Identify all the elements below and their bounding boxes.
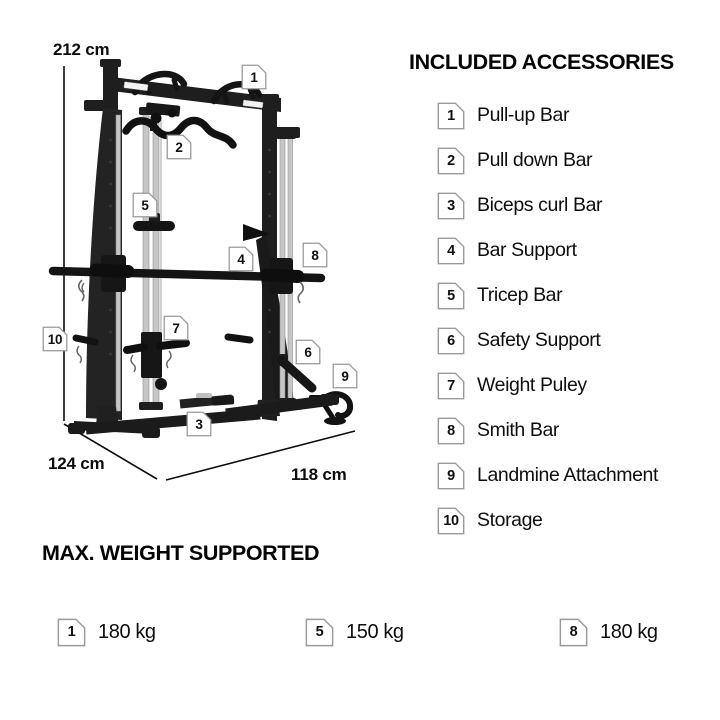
post-holes	[109, 138, 271, 356]
smith-bar	[48, 255, 326, 304]
weight-entry: 5 150 kg	[305, 617, 404, 647]
accessory-item: 5 Tricep Bar	[437, 281, 658, 310]
accessory-item: 3 Biceps curl Bar	[437, 191, 658, 220]
accessories-title: INCLUDED ACCESSORIES	[409, 50, 674, 74]
machine-illustration	[48, 59, 356, 481]
accessory-badge: 3	[437, 192, 465, 220]
accessory-item: 4 Bar Support	[437, 236, 658, 265]
brand-plate	[123, 81, 264, 109]
spring-clip	[297, 281, 305, 304]
accessory-badge: 9	[437, 462, 465, 490]
accessory-item: 7 Weight Puley	[437, 371, 658, 400]
callout-2: 2	[166, 134, 192, 160]
weight-badge: 8	[559, 618, 588, 647]
accessory-badge: 7	[437, 372, 465, 400]
accessory-label: Bar Support	[477, 239, 577, 261]
accessory-badge: 6	[437, 327, 465, 355]
accessory-badge: 10	[437, 507, 465, 535]
callout-9: 9	[332, 363, 358, 389]
accessory-label: Pull-up Bar	[477, 104, 570, 126]
callout-1: 1	[241, 64, 267, 90]
max-weight-title: MAX. WEIGHT SUPPORTED	[42, 541, 320, 565]
callout-4: 4	[228, 246, 254, 272]
weight-value: 150 kg	[346, 620, 404, 643]
accessory-label: Storage	[477, 509, 543, 531]
weight-value: 180 kg	[600, 620, 658, 643]
accessories-list: 1 Pull-up Bar 2 Pull down Bar 3 Biceps c…	[437, 101, 658, 535]
bar-support	[243, 224, 270, 241]
weight-entry: 8 180 kg	[559, 617, 658, 647]
callout-8: 8	[302, 242, 328, 268]
spring-clip	[77, 279, 85, 302]
accessory-badge: 2	[437, 147, 465, 175]
dimension-label-depth: 124 cm	[48, 454, 105, 473]
accessory-item: 1 Pull-up Bar	[437, 101, 658, 130]
callout-6: 6	[295, 339, 321, 365]
accessory-badge: 4	[437, 237, 465, 265]
accessory-label: Pull down Bar	[477, 149, 593, 171]
dimension-label-width: 118 cm	[291, 465, 347, 484]
weight-pulley	[123, 332, 190, 390]
accessory-badge: 8	[437, 417, 465, 445]
callout-5: 5	[132, 192, 158, 218]
accessory-label: Landmine Attachment	[477, 464, 659, 486]
base-frame	[68, 393, 339, 438]
accessory-item: 10 Storage	[437, 506, 658, 535]
accessory-badge: 1	[437, 102, 465, 130]
callout-7: 7	[163, 315, 189, 341]
callout-3: 3	[186, 411, 212, 437]
safety-support	[276, 354, 317, 393]
accessory-badge: 5	[437, 282, 465, 310]
storage-pegs	[72, 282, 254, 364]
weight-value: 180 kg	[98, 620, 156, 643]
callout-10: 10	[42, 326, 68, 352]
weight-entry: 1 180 kg	[57, 617, 156, 647]
accessory-item: 9 Landmine Attachment	[437, 461, 658, 490]
dimension-label-height: 212 cm	[53, 40, 110, 59]
accessory-item: 8 Smith Bar	[437, 416, 658, 445]
accessory-label: Tricep Bar	[477, 284, 563, 306]
accessory-item: 2 Pull down Bar	[437, 146, 658, 175]
weight-badge: 5	[305, 618, 334, 647]
weight-badge: 1	[57, 618, 86, 647]
accessory-label: Smith Bar	[477, 419, 560, 441]
accessory-label: Safety Support	[477, 329, 601, 351]
accessory-item: 6 Safety Support	[437, 326, 658, 355]
accessory-label: Biceps curl Bar	[477, 194, 603, 216]
accessory-label: Weight Puley	[477, 374, 587, 396]
pull-down-bar	[122, 116, 237, 149]
